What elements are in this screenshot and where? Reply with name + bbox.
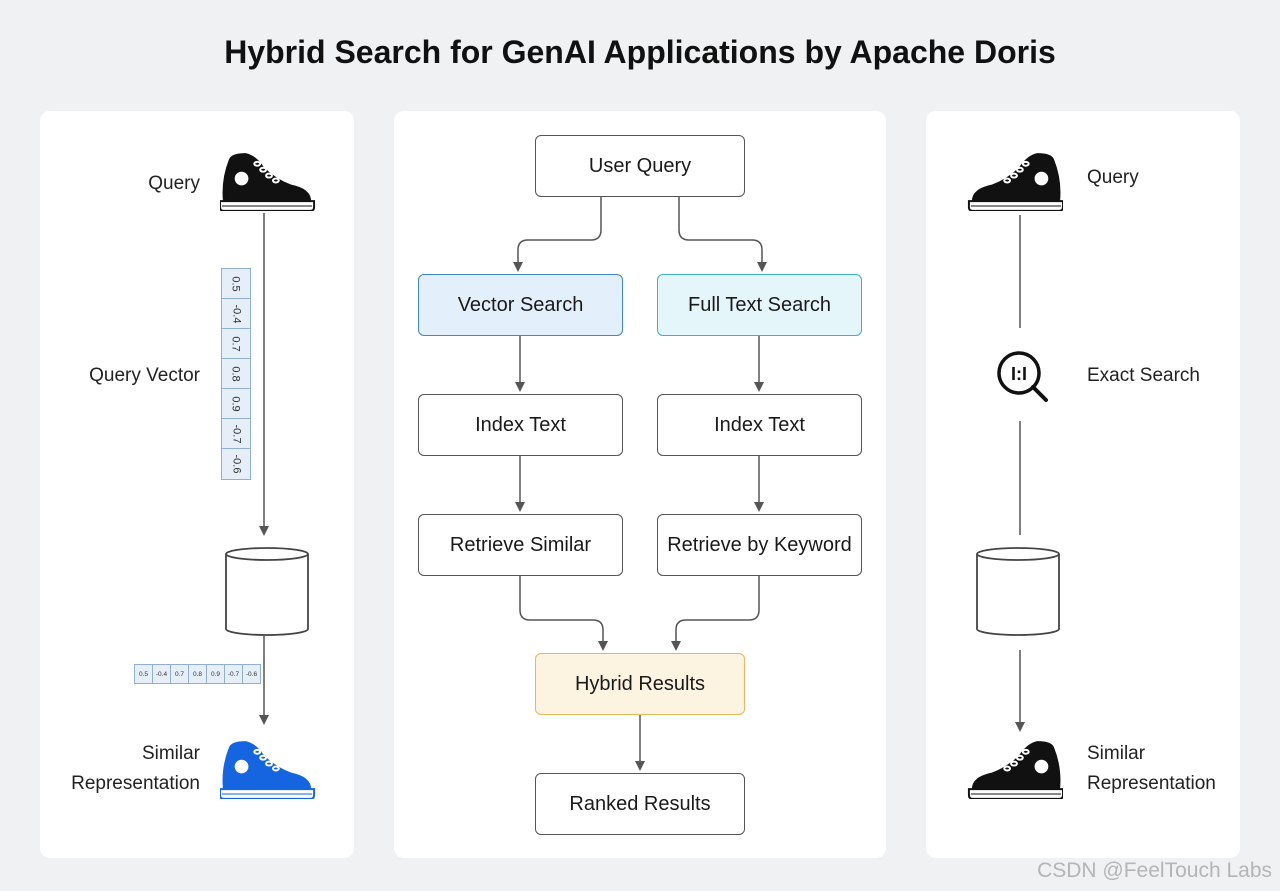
vector-cell: 0.5 (222, 269, 250, 299)
vector-cell: 0.8 (189, 665, 207, 683)
right-query-label: Query (1087, 167, 1139, 188)
vector-cell: 0.9 (222, 389, 250, 419)
vector-cell: -0.6 (245, 670, 258, 678)
left-result-label-line2: Representation (71, 773, 200, 794)
vector-cell: 0.9 (207, 665, 225, 683)
vector-cell: 0.8 (222, 359, 250, 389)
ranked-results-node: Ranked Results (535, 773, 745, 835)
left-result-blue-sneaker-icon (220, 741, 316, 799)
hybrid-results-node: Hybrid Results (535, 653, 745, 715)
vector-cell: 0.7 (222, 329, 250, 359)
left-query-sneaker-icon (220, 153, 316, 211)
left-panel (40, 111, 354, 858)
connector-keyword-to-hybrid (671, 576, 760, 651)
left-query-vector-label: Query Vector (89, 365, 200, 386)
right-result-label-line1: Similar (1087, 743, 1146, 764)
left-query-label: Query (148, 173, 200, 194)
vector-cell: 0.7 (171, 665, 189, 683)
right-result-label-line2: Representation (1087, 773, 1216, 794)
page-title: Hybrid Search for GenAI Applications by … (224, 34, 1056, 70)
connector-similar-to-hybrid (519, 576, 608, 651)
right-exact-search-label: Exact Search (1087, 365, 1200, 386)
retrieve-similar-node: Retrieve Similar (418, 514, 623, 576)
vector-cell: -0.4 (222, 299, 250, 329)
vector-cell: -0.7 (222, 419, 250, 449)
retrieve-by-keyword-node: Retrieve by Keyword (657, 514, 862, 576)
index-text-left-node: Index Text (418, 394, 623, 456)
index-text-right-node: Index Text (657, 394, 862, 456)
vector-cell: -0.7 (225, 665, 243, 683)
connector-query-to-fulltext (678, 197, 767, 272)
right-panel (926, 111, 1240, 858)
right-query-sneaker-icon (967, 153, 1063, 211)
full-text-search-node: Full Text Search (657, 274, 862, 336)
left-database-cylinder-icon (225, 547, 309, 636)
query-vector-column: 0.5 -0.4 0.7 0.8 0.9 -0.7 -0.6 (221, 268, 251, 480)
vector-cell: 0.5 (135, 665, 153, 683)
connector-query-to-vector (513, 197, 602, 272)
right-database-cylinder-icon (976, 547, 1060, 636)
right-result-sneaker-icon (967, 741, 1063, 799)
watermark: CSDN @FeelTouch Labs (1037, 859, 1272, 882)
vector-cell: -0.4 (153, 665, 171, 683)
left-result-label-line1: Similar (141, 743, 200, 764)
user-query-node: User Query (535, 135, 745, 197)
right-magnifier-icon: I:I (997, 351, 1048, 402)
result-vector-row: 0.5 -0.4 0.7 0.8 0.9 -0.7 -0.6 (134, 664, 261, 684)
vector-search-node: Vector Search (418, 274, 623, 336)
exact-search-glyph: I:I (1011, 364, 1027, 384)
vector-cell: -0.6 (230, 454, 242, 474)
